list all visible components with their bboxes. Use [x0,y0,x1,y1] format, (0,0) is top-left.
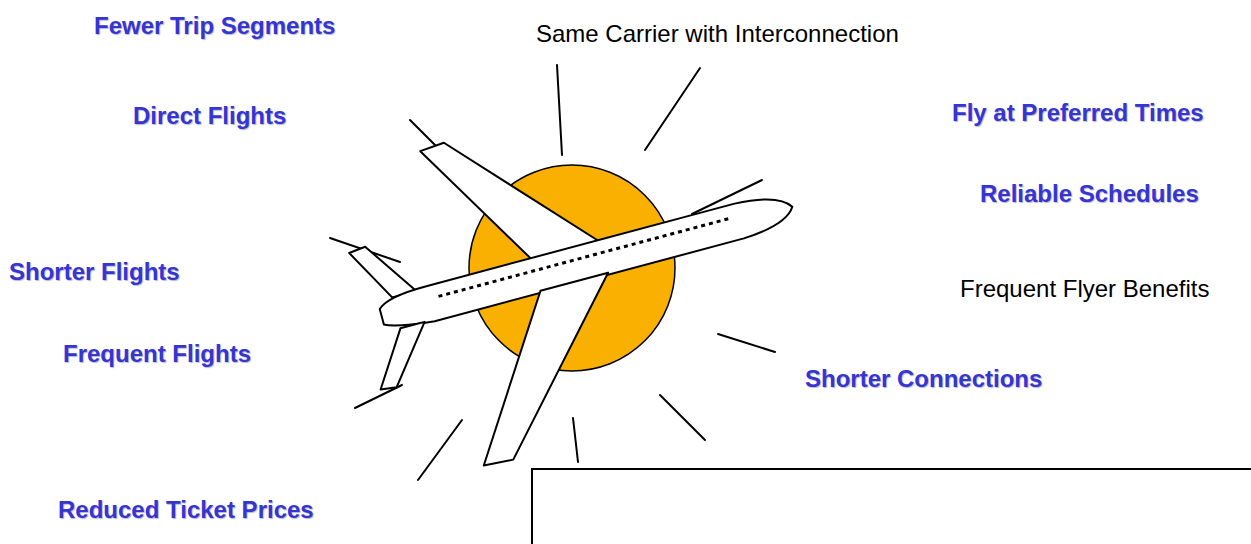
sun-ray [718,334,775,352]
feature-label: Shorter Connections [805,365,1042,393]
feature-label: Frequent Flights [63,340,251,368]
airplane-windows [438,219,728,297]
feature-label: Fewer Trip Segments [94,12,335,40]
tail-plane [367,322,439,392]
feature-label: Frequent Flyer Benefits [960,275,1209,303]
empty-box [532,469,1251,544]
sun-ray [418,420,462,480]
sun-ray [557,65,562,155]
feature-label: Same Carrier with Interconnection [536,20,899,48]
sun-ray [660,395,705,440]
feature-label: Reliable Schedules [980,180,1199,208]
sun-ray [645,68,700,150]
sun-ray [573,418,578,462]
airplane-icon [323,60,837,488]
feature-label: Fly at Preferred Times [952,99,1204,127]
airplane-wing [444,273,649,468]
feature-label: Shorter Flights [9,258,180,286]
feature-label: Reduced Ticket Prices [58,496,314,524]
feature-label: Direct Flights [133,102,286,130]
